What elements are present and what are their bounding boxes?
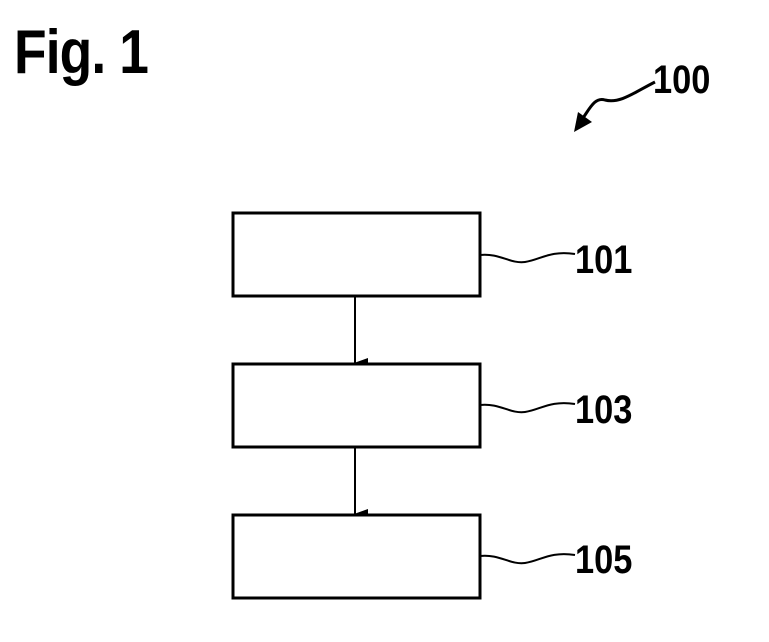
reference-label-103: 103 [575,390,632,430]
reference-label-105: 105 [575,540,632,580]
reference-label-101: 101 [575,240,632,280]
leader-line-105 [480,554,575,563]
leader-line-101 [480,253,575,262]
step-box-103 [233,364,480,447]
leader-arrow-100 [583,82,655,118]
reference-label-100: 100 [653,60,710,100]
step-box-101 [233,213,480,296]
step-box-105 [233,515,480,598]
leader-line-103 [480,403,575,412]
leader-arrowhead-100 [574,112,592,132]
